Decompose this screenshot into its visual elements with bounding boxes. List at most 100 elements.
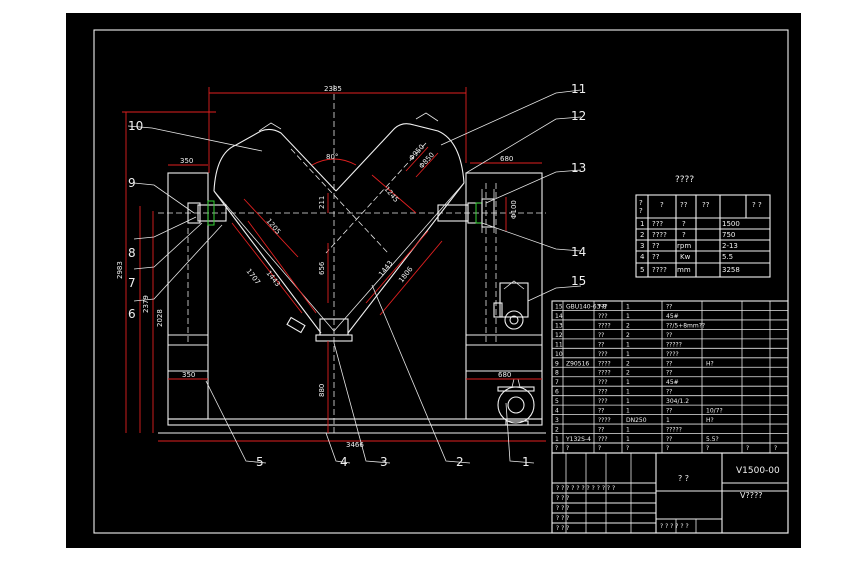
svg-text:????: ????	[652, 231, 667, 239]
svg-text:?: ?	[598, 445, 601, 452]
parts-cell: ????	[598, 360, 611, 367]
parts-cell: 1	[626, 427, 630, 434]
svg-text:2: 2	[640, 231, 644, 239]
svg-text:1806: 1806	[397, 265, 415, 284]
svg-text:? ? ?: ? ? ?	[556, 495, 569, 502]
svg-text:350: 350	[182, 371, 195, 379]
parts-cell: ???	[598, 398, 608, 405]
parts-cell: 4	[555, 408, 559, 415]
parts-cell: 11	[555, 341, 563, 348]
svg-text:Kw: Kw	[680, 253, 691, 261]
parts-cell: 15	[555, 303, 563, 310]
parts-cell: 1	[626, 408, 630, 415]
parts-cell: 304/1.2	[666, 398, 689, 405]
svg-text:2983: 2983	[116, 261, 124, 279]
svg-text:2-13: 2-13	[722, 242, 738, 250]
parts-cell: 1	[626, 389, 630, 396]
callout-9: 9	[128, 176, 136, 190]
parts-cell: ????	[598, 370, 611, 377]
parts-cell: 2	[626, 322, 630, 329]
parts-cell: ?????	[666, 341, 682, 348]
svg-text:5.5: 5.5	[722, 253, 733, 261]
parts-cell: ??	[598, 408, 604, 415]
callout-4: 4	[340, 455, 348, 469]
svg-text:?: ?	[566, 445, 569, 452]
parts-cell: ??	[666, 389, 672, 396]
parts-cell: 7	[555, 379, 559, 386]
parts-cell: 1	[626, 303, 630, 310]
svg-text:mm: mm	[677, 266, 691, 274]
parts-cell: ???	[598, 313, 608, 320]
svg-text:?: ?	[666, 445, 669, 452]
parts-cell: ??	[666, 360, 672, 367]
dimension-lines	[122, 87, 546, 442]
motor	[497, 378, 535, 426]
parts-cell: ??/5+8mm??	[666, 322, 705, 329]
svg-text:??: ??	[652, 253, 660, 261]
parts-cell: Z90516	[566, 360, 589, 367]
parts-cell: ??	[598, 427, 604, 434]
svg-text:?: ?	[706, 445, 709, 452]
dimension-texts: 2385 350 680 80° Φ950 Φ850 1205 1245 170…	[116, 85, 518, 449]
svg-text:?: ?	[774, 445, 777, 452]
svg-text:680: 680	[500, 155, 513, 163]
svg-text:3466: 3466	[346, 441, 364, 449]
svg-text:3: 3	[640, 242, 644, 250]
svg-text:350: 350	[180, 157, 193, 165]
callout-6: 6	[128, 307, 136, 321]
callout-2: 2	[456, 455, 464, 469]
callout-13: 13	[571, 161, 586, 175]
parts-cell: 8	[555, 370, 559, 377]
svg-text:680: 680	[498, 371, 511, 379]
parts-cell: 10	[555, 351, 563, 358]
parts-cell: H?	[706, 417, 714, 424]
parts-cell: 1	[666, 417, 670, 424]
svg-text:1: 1	[640, 220, 644, 228]
svg-text:? ?: ? ?	[752, 201, 762, 209]
parts-cell: Y132S-4	[565, 436, 591, 443]
parts-cell: 1	[626, 313, 630, 320]
shaft-assembly	[187, 189, 495, 233]
parts-cell: 2	[626, 370, 630, 377]
callout-10: 10	[128, 119, 143, 133]
svg-text:??: ??	[652, 242, 660, 250]
parts-cell: DN250	[626, 417, 647, 424]
svg-text:? ? ? ? ? ? ? ? ? ? ? ?: ? ? ? ? ? ? ? ? ? ? ? ?	[556, 485, 615, 492]
svg-text:3258: 3258	[722, 266, 740, 274]
parts-cell: 1	[626, 351, 630, 358]
reducer	[493, 280, 529, 330]
svg-text:1443: 1443	[264, 269, 281, 288]
parts-cell: 45#	[666, 313, 679, 320]
parts-cell: ???	[598, 389, 608, 396]
svg-text:???: ???	[652, 220, 663, 228]
svg-text:4: 4	[640, 253, 645, 261]
parts-cell: 1	[626, 341, 630, 348]
parts-cell: 6	[555, 389, 559, 396]
spec-table-title: ????	[675, 175, 694, 185]
callout-numbers: 11 12 13 14 15 1 2 3 4 5 10 9 8 7 6	[128, 82, 586, 469]
parts-cell: 2	[626, 360, 630, 367]
callout-3: 3	[380, 455, 388, 469]
svg-text:?: ?	[682, 231, 686, 239]
parts-cell: ????	[598, 417, 611, 424]
parts-cell: ??	[666, 436, 672, 443]
svg-text:? ? ? ? ? ?: ? ? ? ? ? ?	[660, 523, 689, 530]
inner-frame	[93, 29, 789, 534]
svg-text:2385: 2385	[324, 85, 342, 93]
parts-cell: ????	[598, 322, 611, 329]
svg-text:?: ?	[639, 199, 643, 207]
drawing-name: V????	[740, 491, 762, 500]
parts-cell: 1	[555, 436, 559, 443]
svg-text:1205: 1205	[264, 217, 282, 236]
callout-7: 7	[128, 276, 136, 290]
svg-text:?: ?	[555, 445, 558, 452]
svg-text:Φ100: Φ100	[510, 200, 518, 219]
parts-cell: 14	[555, 313, 563, 320]
callout-5: 5	[256, 455, 264, 469]
machine-frame	[158, 172, 546, 434]
parts-cell: ???	[598, 379, 608, 386]
callout-15: 15	[571, 274, 586, 288]
svg-text:?: ?	[682, 220, 686, 228]
svg-text:?: ?	[626, 445, 629, 452]
